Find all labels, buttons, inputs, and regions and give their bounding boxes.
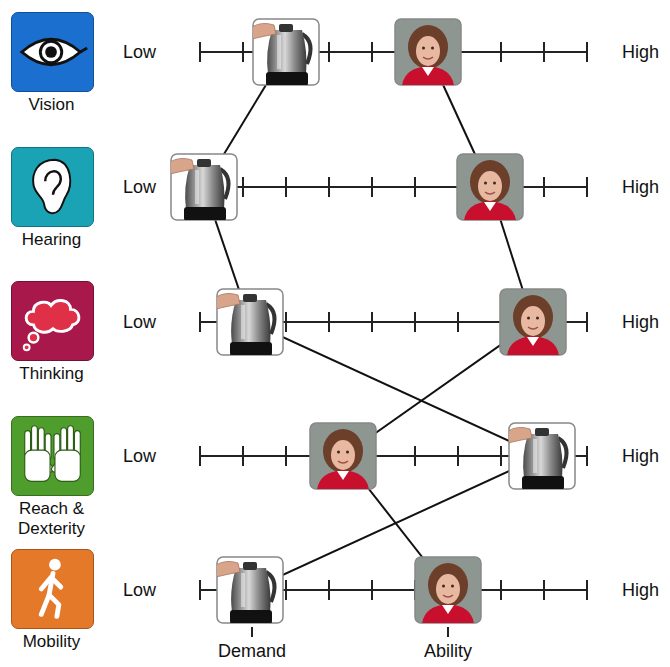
scale-end-label: High <box>622 579 659 601</box>
scale-end-label: Low <box>123 579 156 601</box>
axis-label: Demand <box>218 640 286 662</box>
scale-end-label: Low <box>123 41 156 63</box>
sense-label: Thinking <box>2 364 102 384</box>
sense-label: Hearing <box>2 230 102 250</box>
scale-lines <box>200 42 587 637</box>
ear-icon <box>12 148 93 226</box>
axis-label: Ability <box>424 640 472 662</box>
scale-end-label: Low <box>123 176 156 198</box>
scale-end-label: Low <box>123 445 156 467</box>
sense-node: Thinking <box>2 281 102 384</box>
ability-photos <box>310 19 566 624</box>
scale-end-label: High <box>622 176 659 198</box>
profile-lines <box>204 52 542 590</box>
thought-icon <box>12 282 93 360</box>
sense-node: Mobility <box>2 549 102 652</box>
icon-tile <box>11 416 94 496</box>
scale-end-label: High <box>622 311 659 333</box>
sense-node: Hearing <box>2 147 102 250</box>
scale-end-label: High <box>622 445 659 467</box>
icon-tile <box>11 12 94 92</box>
icon-tile <box>11 281 94 361</box>
scale-end-label: Low <box>123 311 156 333</box>
icon-tile <box>11 549 94 629</box>
sense-node: Reach & Dexterity <box>2 416 102 539</box>
walker-icon <box>12 550 93 628</box>
sense-label: Vision <box>2 95 102 115</box>
icon-tile <box>11 147 94 227</box>
eye-icon <box>12 13 93 91</box>
hands-icon <box>12 417 93 495</box>
sense-label: Mobility <box>2 632 102 652</box>
scale-end-label: High <box>622 41 659 63</box>
sense-label: Reach & Dexterity <box>2 499 102 539</box>
demand-photos <box>170 19 575 624</box>
sense-node: Vision <box>2 12 102 115</box>
